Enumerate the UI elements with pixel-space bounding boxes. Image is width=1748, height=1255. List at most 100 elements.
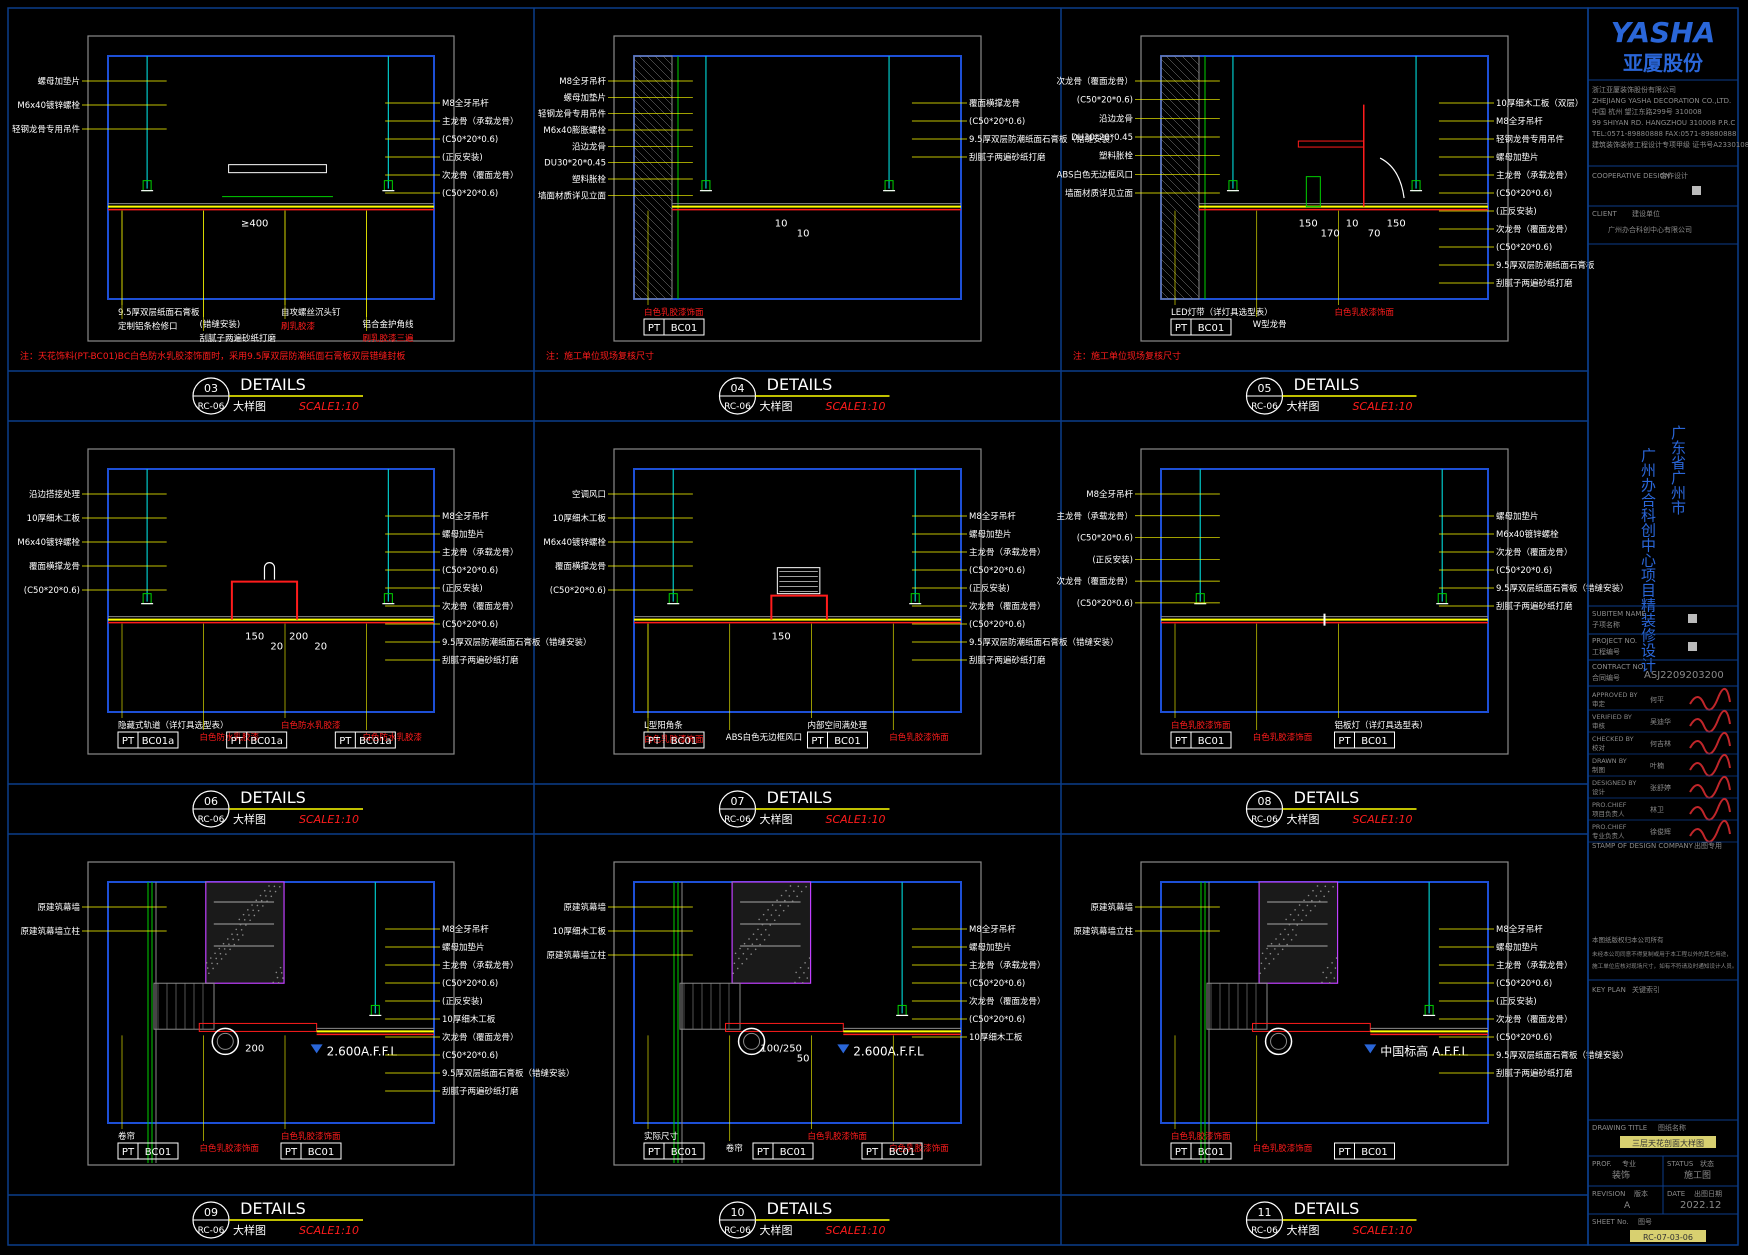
detail-number: 08 [1258,795,1272,808]
material-tag-value: BC01 [780,1147,806,1158]
leader-label-right: 9.5厚双层纸面石膏板（错缝安装） [442,1068,575,1079]
leader-label-right: 次龙骨（覆面龙骨） [1496,1014,1573,1025]
leader-label-right: 次龙骨（覆面龙骨） [442,601,519,612]
beam-aggregate [272,981,275,984]
beam-aggregate [770,914,773,916]
beam-aggregate [243,919,246,921]
beam-aggregate [237,938,240,941]
beam-aggregate [1322,971,1324,974]
beam-aggregate [763,938,766,941]
status-cn: 状态 [1700,1159,1714,1168]
wall-hatch [633,178,673,218]
section-cut-outline [613,35,982,342]
wall-hatch [662,55,673,66]
beam-aggregate [800,890,803,893]
wall-hatch [633,234,673,274]
beam-aggregate [743,942,746,945]
detail-subtitle: 大样图 [760,399,793,413]
copyright-note: 本图纸版权归本公司所有 [1592,935,1664,944]
detail-cell-08: M8全牙吊杆主龙骨（承载龙骨）(C50*20*0.6)(正反安装)次龙骨（覆面龙… [1056,448,1629,828]
beam-outline [731,881,812,984]
sign-name: 张舒婷 [1650,783,1671,792]
leader-label-right: (C50*20*0.6) [442,189,498,199]
beam-outline [205,881,285,984]
leader-label-right: 9.5厚双层防潮纸面石膏板（错缝安装） [969,134,1119,145]
leader-label-left: 覆面横撑龙骨 [29,561,80,572]
beam-aggregate [268,885,270,887]
leader-label-right: 10厚细木工板 [969,1032,1023,1043]
projno-label: PROJECT NO. [1592,637,1637,645]
leader-label-left: 轻钢龙骨专用吊件 [12,124,81,135]
material-tag-value: BC01 [834,736,860,747]
signature-mark [1689,710,1731,733]
beam-aggregate [807,967,810,969]
leader-label-left: 原建筑幕墙 [37,902,80,913]
leader-label-right: 次龙骨（覆面龙骨） [442,170,519,181]
wall-hatch [1160,202,1200,242]
beam-aggregate [1324,885,1327,888]
material-tag-code: PT [1338,1147,1351,1158]
beam-aggregate [225,953,227,955]
beam-aggregate [762,913,765,916]
leader-label-bottom: 白色防水乳胶漆 [281,720,341,731]
beam-aggregate [269,890,271,892]
beam-aggregate [257,909,260,912]
projno-cn: 工程编号 [1592,647,1620,656]
detail-scale: SCALE1:10 [299,1224,359,1237]
leader-label-bottom: ABS白色无边框风口 [726,732,802,743]
leader-label-left: 覆面横撑龙骨 [555,561,606,572]
wall-hatch [633,170,673,210]
sign-name: 何平 [1650,695,1664,704]
leader-label-left: (正反安装) [1092,554,1133,565]
leader-label-right: 刮腻子两遍砂纸打磨 [1496,601,1573,612]
material-tag-code: PT [811,736,824,747]
section-cut-outline [87,448,455,755]
beam-aggregate [206,967,209,969]
beam-aggregate [1277,953,1279,955]
wall-hatch [1160,258,1200,298]
beam-aggregate [785,889,787,892]
beam-aggregate [1309,909,1312,912]
leader-label-left: 塑料胀栓 [572,174,607,185]
beam-aggregate [1312,889,1314,892]
beam-aggregate [1274,948,1276,950]
dimension-text: 100/250 [760,1043,802,1054]
project-location: 广东省广州市 [1669,425,1687,515]
beam-aggregate [760,933,763,936]
wall-hatch [633,122,673,162]
sheet-cn: 图号 [1638,1218,1652,1226]
leader-label-right: (C50*20*0.6) [442,566,498,576]
drawing-title-label: DRAWING TITLE [1592,1124,1647,1132]
wall-hatch [633,258,673,298]
wall-hatch [1160,138,1200,178]
beam-aggregate [1272,958,1275,960]
beam-aggregate [1291,929,1294,931]
beam-aggregate [1314,905,1316,907]
beam-aggregate [245,924,247,926]
beam-aggregate [1303,899,1305,902]
leader-label-right: (正反安装) [969,583,1010,594]
leader-label-left: 主龙骨（承载龙骨） [1056,511,1133,522]
wall-hatch [633,154,673,194]
beam-aggregate [1335,957,1338,959]
beam-aggregate [1298,904,1301,906]
wall-hatch [633,226,673,266]
material-tag-code: PT [648,1147,661,1158]
beam-aggregate [805,885,807,888]
prof-value: 装饰 [1612,1169,1630,1181]
detail-scale: SCALE1:10 [1353,813,1413,826]
beam-aggregate [251,904,253,906]
wall-hatch [633,98,673,138]
prof-cn: 专业 [1622,1159,1636,1168]
material-tag-code: PT [757,1147,770,1158]
wall-hatch [633,210,673,250]
drawing-title-cn: 图纸名称 [1658,1123,1686,1132]
material-tag-code: PT [285,1147,298,1158]
wall-hatch [633,194,673,234]
leader-label-bottom: 白色乳胶漆饰面 [1171,720,1231,731]
beam-aggregate [280,972,283,974]
